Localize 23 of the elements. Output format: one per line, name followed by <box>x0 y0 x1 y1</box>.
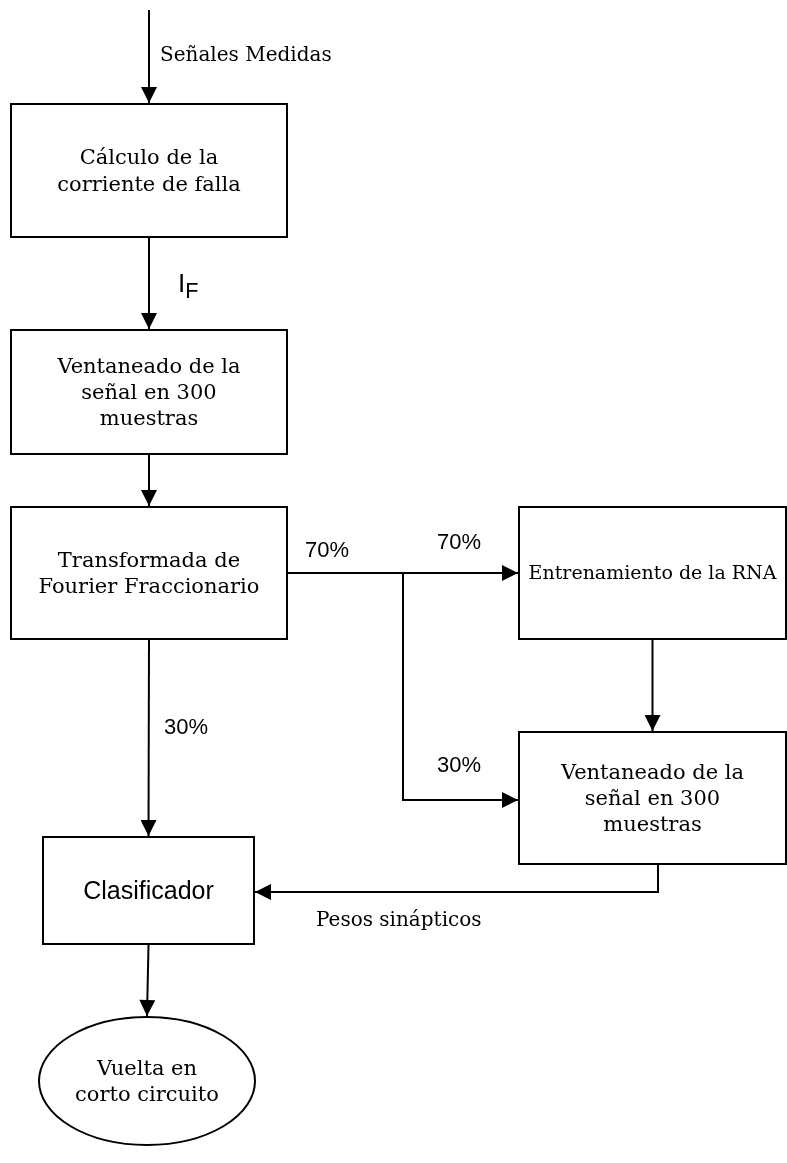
node-label: Cálculo de la corriente de falla <box>56 144 242 197</box>
node-label: Transformada de Fourier Fraccionario <box>37 546 261 600</box>
process-box <box>518 731 787 865</box>
node-label: Clasificador <box>82 874 215 906</box>
arrow <box>254 864 659 900</box>
node-label: Entrenamiento de la RNA <box>527 561 778 585</box>
edge-label: Señales Medidas <box>160 44 332 64</box>
node-label: Ventaneado de la señal en 300 muestras <box>559 758 746 838</box>
process-box <box>10 103 288 238</box>
terminal-ellipse <box>38 1016 256 1146</box>
arrow <box>141 237 157 330</box>
arrow <box>141 454 157 507</box>
process-box <box>518 506 787 640</box>
arrow <box>139 944 156 1017</box>
arrow <box>140 639 157 837</box>
edge-label: Pesos sinápticos <box>316 909 482 929</box>
process-box <box>10 329 288 455</box>
node-label: Vuelta en corto circuito <box>74 1054 220 1108</box>
process-box <box>10 506 288 640</box>
node-label: Ventaneado de la señal en 300 muestras <box>56 352 242 432</box>
arrow <box>141 9 157 104</box>
arrow <box>644 639 661 732</box>
process-box <box>42 836 255 945</box>
